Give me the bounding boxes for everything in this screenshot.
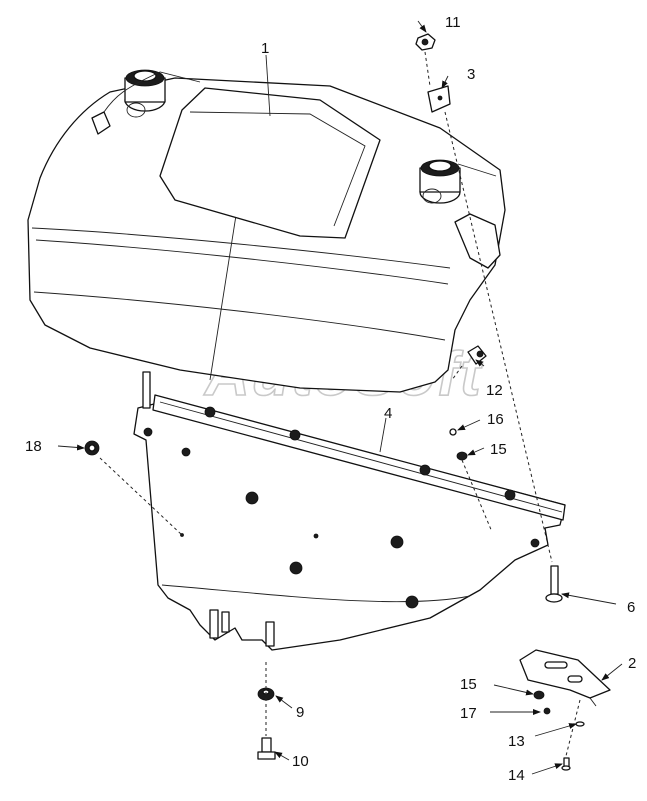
washer-17	[543, 707, 551, 715]
callout-11: 11	[445, 14, 461, 31]
nut-15-lower	[533, 690, 545, 700]
nut-15-upper	[456, 451, 468, 461]
callout-labels: 1 11 3 12 4 16 15 18 6 2 15 17 13 14 9 1…	[25, 14, 636, 784]
callout-13: 13	[508, 733, 525, 750]
callout-15-upper: 15	[490, 441, 507, 458]
callout-18: 18	[25, 438, 42, 455]
callout-6: 6	[627, 599, 635, 616]
washer-16	[449, 428, 457, 436]
washer-13	[575, 721, 585, 727]
fuel-tank	[27, 69, 506, 393]
clip-3	[427, 85, 451, 113]
callout-15-lower: 15	[460, 676, 477, 693]
callout-3: 3	[467, 66, 475, 83]
filler-cap-left	[124, 69, 166, 118]
callout-9: 9	[296, 704, 304, 721]
assembly-lines	[99, 51, 581, 757]
washer-18	[84, 440, 100, 456]
support-plate	[133, 371, 566, 651]
nut-11	[415, 33, 436, 51]
mounting-holes	[143, 406, 540, 609]
callout-1: 1	[261, 40, 269, 57]
callout-14: 14	[508, 767, 525, 784]
filler-cap-right	[419, 159, 497, 204]
clamp-bracket	[519, 649, 611, 707]
bolt-10	[257, 737, 276, 760]
leader-lines	[57, 20, 623, 775]
callout-4: 4	[384, 405, 392, 422]
callout-17: 17	[460, 705, 477, 722]
screw-14	[561, 757, 571, 771]
callout-12: 12	[486, 382, 503, 399]
callout-10: 10	[292, 753, 309, 770]
bolt-6	[545, 565, 563, 603]
callout-16: 16	[487, 411, 504, 428]
callout-2: 2	[628, 655, 636, 672]
